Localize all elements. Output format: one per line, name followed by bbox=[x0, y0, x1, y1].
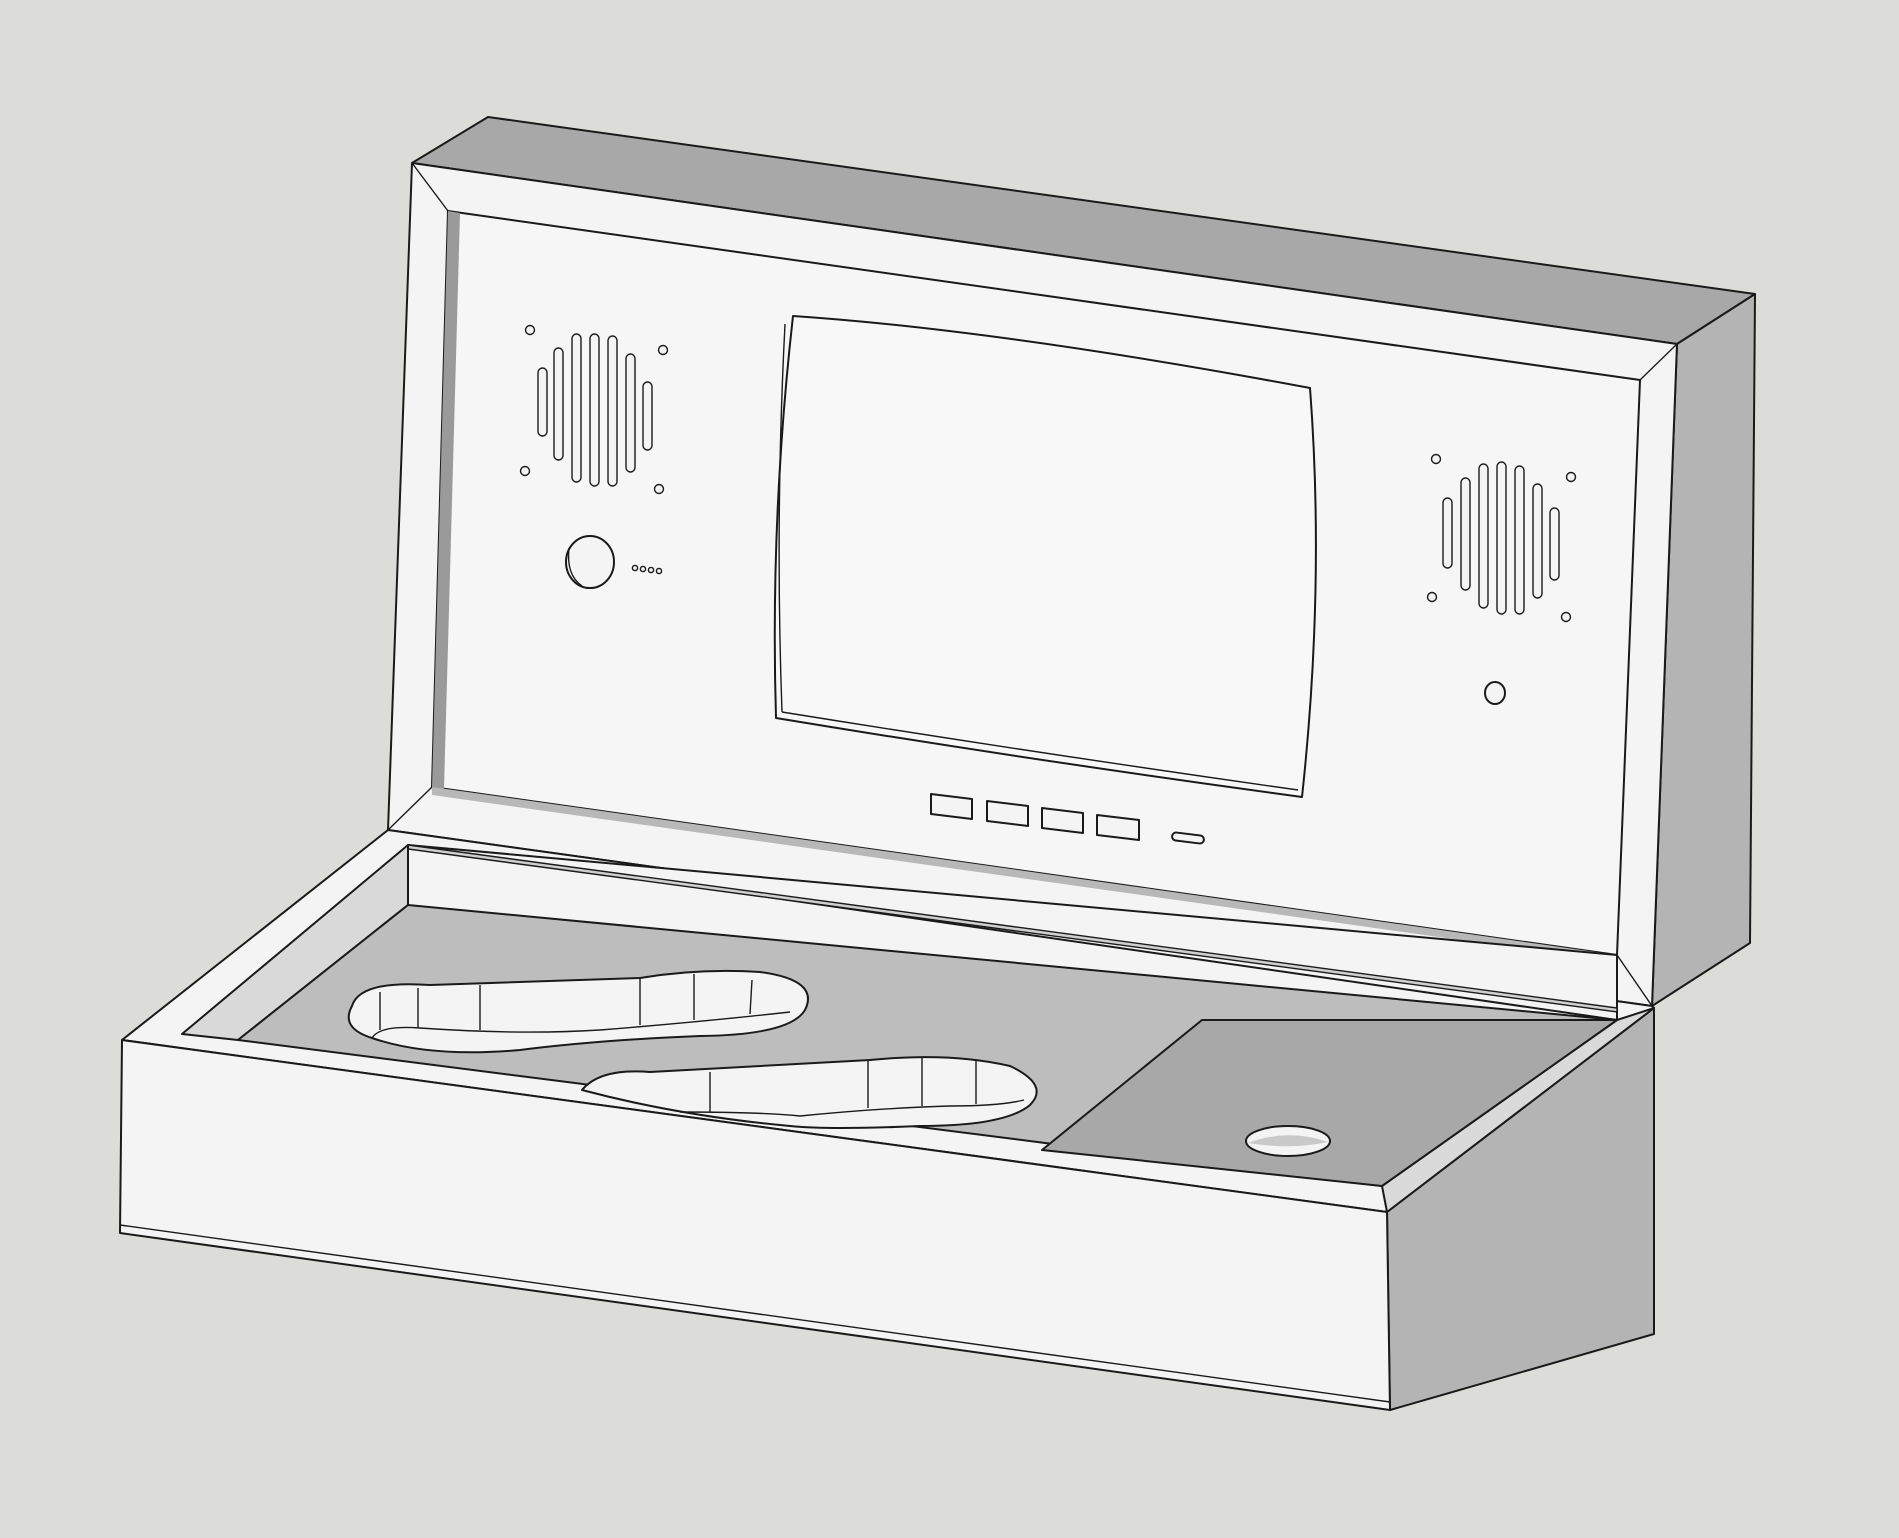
round-cutout bbox=[1245, 1125, 1331, 1157]
usb-port bbox=[1171, 831, 1205, 845]
screw-hole-icon bbox=[1560, 611, 1572, 623]
base-tray bbox=[119, 829, 1655, 1411]
lid-inner-shadow bbox=[432, 211, 460, 789]
rect-button-2 bbox=[986, 800, 1029, 827]
round-button bbox=[565, 535, 615, 589]
button-row bbox=[930, 793, 1205, 845]
screen-recess bbox=[773, 315, 1317, 798]
rect-button-4 bbox=[1096, 814, 1140, 841]
screw-hole-icon bbox=[1426, 591, 1438, 603]
left-speaker-grille bbox=[519, 324, 669, 495]
small-hole bbox=[1484, 681, 1506, 705]
rect-button-3 bbox=[1041, 807, 1084, 834]
lid-inner-bottom-shadow bbox=[432, 787, 1617, 962]
screw-hole-icon bbox=[1430, 453, 1442, 465]
screw-hole-icon bbox=[524, 324, 536, 336]
cutout-lower bbox=[581, 1056, 1038, 1129]
screw-hole-icon bbox=[1565, 471, 1577, 483]
right-speaker-grille bbox=[1426, 453, 1577, 623]
indicator-leds bbox=[631, 564, 663, 575]
base-front-face bbox=[119, 1039, 1391, 1411]
cutout-upper bbox=[347, 969, 809, 1054]
screw-hole-icon bbox=[653, 483, 665, 495]
screw-hole-icon bbox=[657, 344, 669, 356]
divider-compartment bbox=[1041, 1019, 1618, 1187]
lid bbox=[387, 116, 1756, 1007]
screw-hole-icon bbox=[519, 465, 531, 477]
rect-button-1 bbox=[930, 793, 973, 820]
